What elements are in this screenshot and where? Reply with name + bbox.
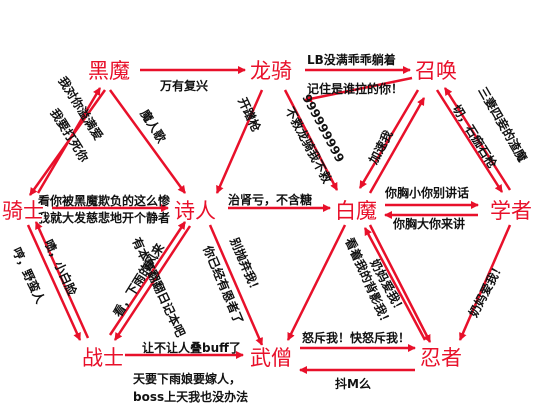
label-qishi-shiren-1: 看你被黑魔欺负的这么惨 — [38, 193, 171, 208]
arrow-zhanshi-qishi — [34, 221, 90, 339]
arrow-baimo-renzhe — [368, 224, 432, 343]
node-zhaohuan: 召唤 — [415, 59, 457, 83]
label-baimo-xuezhe-2: 你胸大你来讲 — [392, 216, 465, 231]
label-longqi-shiren: 开蹭枪 — [235, 95, 264, 134]
node-longqi: 龙骑 — [250, 59, 292, 83]
node-renzhe: 忍者 — [420, 346, 462, 370]
label-wuseng-renzhe: 怒斥我！快怒斥我！ — [302, 330, 410, 345]
arrow-zhanshi-shiren — [108, 221, 187, 336]
node-shiren: 诗人 — [174, 199, 216, 223]
label-qishi-shiren-2: 我就大发慈悲地开个静者 — [38, 210, 170, 225]
node-baimo: 白魔 — [335, 199, 377, 223]
arrow-longqi-shiren — [215, 89, 264, 194]
label-shiren-baimo: 治肾亏，不含糖 — [228, 192, 312, 207]
arrow-baimo-zhaohuan — [368, 97, 426, 194]
arrow-zhaohuan-baimo — [358, 89, 420, 189]
arrow-longqi-baimo — [283, 89, 339, 191]
arrow-renzhe-baimo — [363, 227, 427, 341]
label-xuezhe-renzhe: 奶妈爱我！ — [465, 259, 506, 319]
label-longqi-zhaohuan-1: LB没满乖乖躺着 — [307, 52, 396, 67]
label-renzhe-wuseng: 抖M么 — [335, 376, 371, 391]
label-qishi-zhanshi-2: 哼，野蛮人 — [9, 245, 48, 307]
label-longqi-zhaohuan-2: 记住是谁拉的你！ — [307, 81, 403, 96]
arrow-xuezhe-zhaohuan — [443, 87, 512, 191]
label-heimo-longqi: 万有复兴 — [159, 78, 208, 93]
arrow-heimo-shiren — [108, 89, 187, 194]
label-bottom-1: 天要下雨娘要嫁人， — [133, 371, 241, 386]
node-heimo: 黑魔 — [88, 59, 130, 83]
arrow-xuezhe-renzhe — [458, 224, 512, 341]
label-zhaohuan-baimo: 加速我 — [365, 128, 396, 168]
node-wuseng: 武僧 — [250, 346, 292, 370]
arrow-shiren-wuseng — [208, 224, 264, 346]
label-heimo-shiren: 魔人歌 — [137, 107, 169, 146]
arrow-qishi-heimo — [36, 87, 102, 194]
label-zhanshi-wuseng: 让不让人叠buff了 — [142, 340, 241, 355]
label-baimo-xuezhe-1: 你胸小你别讲话 — [384, 185, 469, 200]
arrow-zhaohuan-xuezhe — [435, 89, 504, 193]
node-xuezhe: 学者 — [490, 199, 532, 223]
arrow-lines — [26, 66, 512, 374]
label-bottom-2: boss上天我也没办法 — [133, 389, 248, 404]
arrow-shiren-zhanshi — [113, 225, 192, 341]
arrow-qishi-zhanshi — [26, 224, 82, 341]
node-qishi: 骑士 — [2, 199, 44, 223]
job-nodes: 黑魔 龙骑 召唤 骑士 诗人 白魔 学者 战士 武僧 忍者 — [0, 57, 534, 372]
node-zhanshi: 战士 — [82, 346, 124, 370]
arrow-zhaohuan-longqi — [304, 76, 413, 103]
arrow-baimo-wuseng — [286, 224, 347, 341]
